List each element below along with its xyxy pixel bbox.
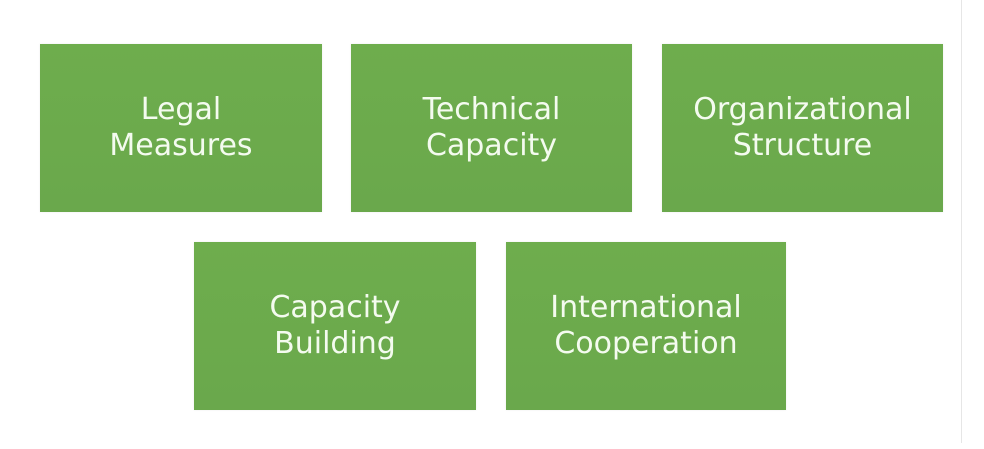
- box-label-line2: Capacity: [425, 128, 558, 163]
- box-label-line2: Structure: [732, 128, 873, 163]
- box-legal-measures: Legal Measures: [40, 44, 322, 212]
- box-technical-capacity: Technical Capacity: [351, 44, 632, 212]
- box-label-line1: Technical: [422, 92, 561, 127]
- box-capacity-building: Capacity Building: [194, 242, 476, 410]
- box-label-line1: Capacity: [269, 290, 401, 325]
- box-label-line1: International: [550, 290, 742, 325]
- box-label-line1: Legal: [140, 92, 222, 127]
- box-organizational-structure: Organizational Structure: [662, 44, 943, 212]
- box-international-cooperation: International Cooperation: [506, 242, 786, 410]
- box-label-line2: Measures: [109, 128, 253, 163]
- box-label-line2: Building: [274, 326, 396, 361]
- box-label-line2: Cooperation: [554, 326, 738, 361]
- box-label-line1: Organizational: [693, 92, 912, 127]
- edge-divider: [961, 0, 962, 443]
